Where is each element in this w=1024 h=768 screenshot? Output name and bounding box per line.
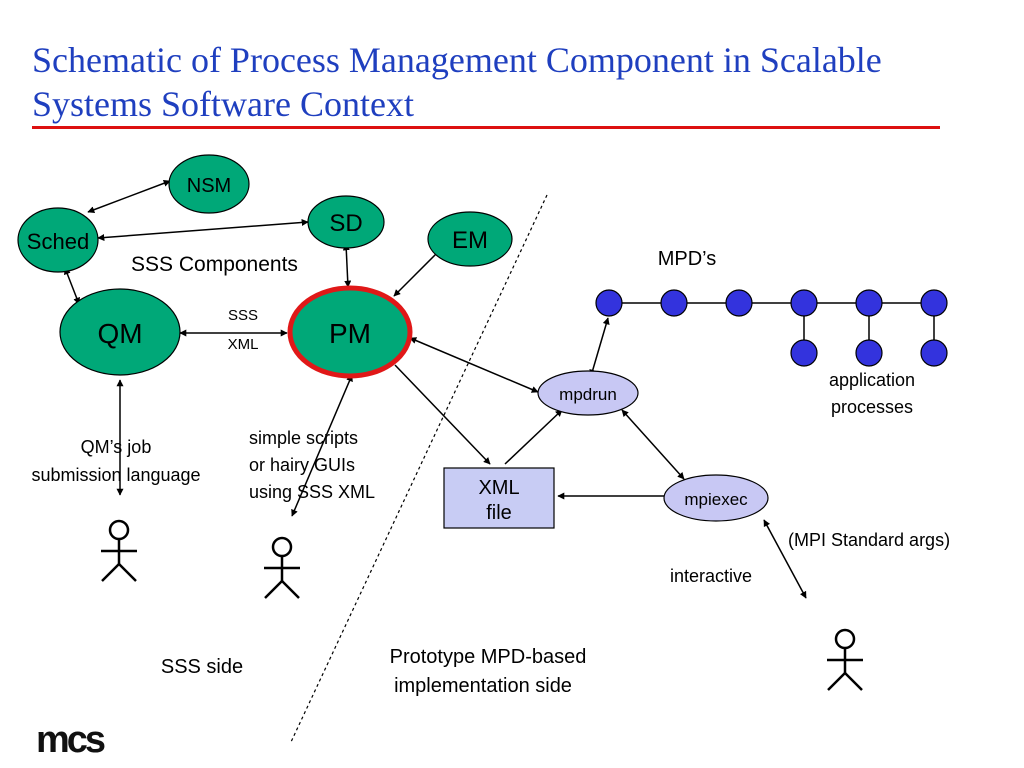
node-nsm-label: NSM: [187, 175, 231, 197]
interactive-label: interactive: [670, 566, 752, 586]
node-xml-file: XML file: [443, 467, 555, 529]
node-mpdrun-label: mpdrun: [559, 385, 617, 404]
scripts-label-line2: or hairy GUIs: [249, 455, 355, 475]
application-processes-label-line1: application: [829, 370, 915, 390]
mcs-logo: mcs: [36, 719, 106, 761]
application-process-node: [920, 339, 948, 367]
application-process-node: [790, 339, 818, 367]
mpd-node: [595, 289, 623, 317]
node-sched-label: Sched: [27, 229, 89, 254]
application-process-node: [855, 339, 883, 367]
prototype-side-label-line1: Prototype MPD-based: [390, 646, 587, 668]
node-sched: Sched: [17, 207, 99, 273]
arrow-pm-xml-file: [394, 364, 491, 465]
scripts-label-line3: using SSS XML: [249, 482, 375, 502]
node-nsm: NSM: [168, 154, 250, 214]
node-sd: SD: [307, 195, 385, 249]
connections: [64, 179, 807, 599]
arrow-pm-mpdrun: [409, 337, 539, 393]
title-underline: [32, 126, 940, 129]
mpd-nodes: [595, 289, 948, 367]
node-qm-label: QM: [97, 318, 142, 349]
node-mpdrun: mpdrun: [537, 370, 639, 416]
arrow-mpdrun-mpiexec: [621, 409, 685, 480]
slide-title: Schematic of Process Management Componen…: [32, 40, 882, 124]
sss-components-label: SSS Components: [131, 253, 298, 276]
mpd-node: [660, 289, 688, 317]
mpd-node: [725, 289, 753, 317]
arrow-sched-nsm: [87, 179, 171, 214]
xml-file-label-line1: XML: [478, 477, 519, 499]
node-sd-label: SD: [329, 210, 362, 237]
node-mpiexec: mpiexec: [663, 474, 769, 522]
xml-file-label-line2: file: [486, 502, 512, 524]
node-qm: QM: [59, 288, 181, 376]
mpd-node: [920, 289, 948, 317]
node-em-label: EM: [452, 227, 488, 254]
user-icon: [101, 519, 137, 582]
node-mpiexec-label: mpiexec: [684, 490, 748, 509]
qm-job-language-label-line1: QM’s job: [81, 437, 152, 457]
arrow-sched-sd: [97, 218, 309, 242]
scripts-label-line1: simple scripts: [249, 428, 358, 448]
arrow-sched-qm: [64, 267, 80, 305]
side-divider-line: [290, 194, 548, 743]
node-pm-label: PM: [329, 318, 371, 349]
sss-side-label: SSS side: [161, 656, 243, 678]
mpi-standard-args-label: (MPI Standard args): [788, 530, 950, 550]
mpds-label: MPD’s: [658, 248, 717, 270]
mpd-ring-links: [609, 302, 935, 353]
qm-job-language-label-line2: submission language: [31, 465, 200, 485]
arrow-mpdrun-mpd: [589, 317, 610, 377]
user-icon: [264, 536, 300, 599]
arrow-sd-pm: [342, 243, 352, 288]
prototype-side-label-line2: implementation side: [394, 675, 572, 697]
sss-label: SSS: [228, 307, 258, 324]
arrow-mpiexec-user: [763, 519, 807, 599]
node-pm: PM: [287, 285, 413, 379]
arrow-pm-user: [291, 374, 353, 517]
mpd-node: [855, 289, 883, 317]
xml-label: XML: [228, 336, 259, 353]
application-processes-label-line2: processes: [831, 397, 913, 417]
mpd-node: [790, 289, 818, 317]
arrow-xml-file-mpdrun: [504, 409, 563, 465]
user-icon: [827, 628, 863, 691]
arrow-em-pm: [393, 249, 441, 297]
node-em: EM: [427, 211, 513, 267]
